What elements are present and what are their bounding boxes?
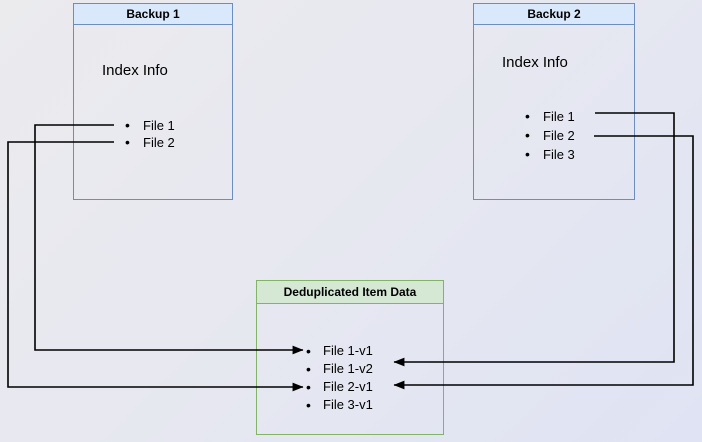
dedup-title: Deduplicated Item Data [257,281,443,304]
deduplicated-item-data-box: Deduplicated Item Data File 1-v1 File 1-… [256,280,444,435]
backup1-index-info-label: Index Info [102,62,168,79]
backup1-file-item: File 2 [122,134,175,151]
backup2-title: Backup 2 [474,4,634,25]
backup1-title: Backup 1 [74,4,232,25]
dedup-item: File 1-v1 [303,342,373,360]
backup1-box: Backup 1 Index Info File 1 File 2 [73,3,233,200]
backup1-file-list: File 1 File 2 [122,117,175,151]
backup2-file-item: File 3 [522,145,575,164]
backup1-file-item: File 1 [122,117,175,134]
backup2-index-info-label: Index Info [502,54,568,71]
dedup-item: File 1-v2 [303,360,373,378]
dedup-item: File 2-v1 [303,378,373,396]
backup2-file-list: File 1 File 2 File 3 [522,107,575,164]
dedup-item: File 3-v1 [303,396,373,414]
backup2-file-item: File 2 [522,126,575,145]
backup2-file-item: File 1 [522,107,575,126]
dedup-item-list: File 1-v1 File 1-v2 File 2-v1 File 3-v1 [303,342,373,414]
backup2-box: Backup 2 Index Info File 1 File 2 File 3 [473,3,635,200]
